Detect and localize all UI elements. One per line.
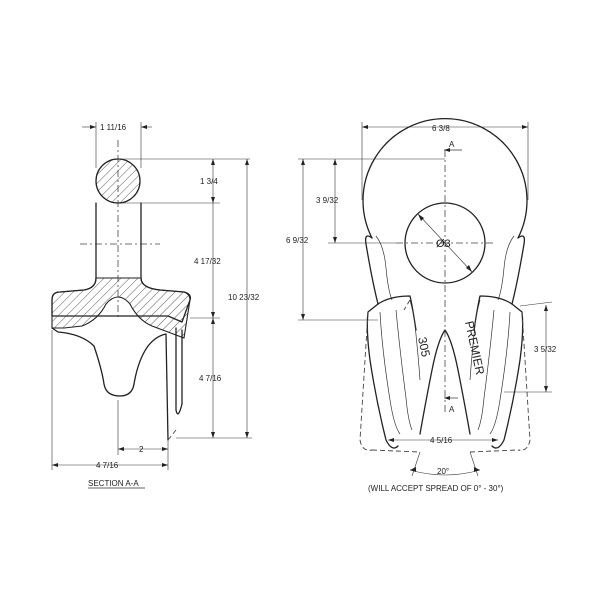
dim-lower-height-label: 4 7/16 <box>199 374 222 383</box>
dim-lower-height: 4 7/16 <box>190 317 222 438</box>
inner-shoulder-left <box>375 235 393 301</box>
eye-right-shoulder <box>511 235 526 305</box>
dim-bottom-width-label: 4 7/16 <box>96 461 119 470</box>
left-groove-mid <box>395 309 413 431</box>
marking-model: 305 <box>415 336 433 359</box>
hidden-edge <box>167 429 177 441</box>
dim-upper-height-label: 1 3/4 <box>200 177 218 186</box>
hidden-edge <box>403 299 411 311</box>
dim-angle: 20° <box>409 451 481 477</box>
dim-slot-width: 2 <box>117 400 169 455</box>
dim-leg-span: 4 5/16 <box>388 436 498 445</box>
spread-base-right <box>469 449 519 453</box>
dim-upper-height: 1 3/4 <box>118 158 250 204</box>
dim-body-height-label: 6 9/32 <box>286 236 309 245</box>
eye-left-shoulder <box>364 235 379 305</box>
dim-bottom-width: 4 7/16 <box>51 330 169 470</box>
section-marker-bottom-label: A <box>449 405 455 414</box>
section-marker-top-label: A <box>449 140 455 149</box>
marking-brand: PREMIER <box>462 320 487 377</box>
dim-leg-span-label: 4 5/16 <box>430 436 453 445</box>
left-leg-outer <box>366 303 399 449</box>
dim-overall-height: 10 23/32 <box>176 159 260 439</box>
section-caption: SECTION A-A <box>88 479 139 488</box>
dim-overall-width: 6 3/8 <box>361 122 529 200</box>
right-leg-outer <box>491 303 524 449</box>
right-groove-inner <box>469 299 481 381</box>
dim-overall-height-label: 10 23/32 <box>228 293 260 302</box>
section-marker-top: A <box>444 140 462 152</box>
dim-angle-label: 20° <box>437 467 449 476</box>
left-groove-inner <box>409 299 421 381</box>
section-view: 1 11/16 1 3/4 4 <box>51 122 260 489</box>
eye-outline <box>362 118 528 239</box>
spread-note: (WILL ACCEPT SPREAD OF 0° - 30°) <box>368 484 504 493</box>
right-edge-lip <box>175 327 183 415</box>
spread-outline-left <box>359 311 373 451</box>
dim-eye-height: 3 9/32 <box>316 158 445 244</box>
inner-shoulder-right <box>497 235 515 301</box>
dim-mid-height: 4 17/32 <box>194 203 221 318</box>
spread-base-left <box>371 449 421 453</box>
eye-hole <box>404 202 486 284</box>
dim-body-height: 6 9/32 <box>286 158 378 321</box>
crotch-outline <box>419 329 471 435</box>
right-groove-outer <box>489 311 511 435</box>
dim-overall-width-label: 6 3/8 <box>432 124 450 133</box>
right-groove-mid <box>477 309 495 431</box>
dim-leg-length-label: 3 5/32 <box>534 345 557 354</box>
front-view: 6 3/8 A Ø3 3 <box>286 118 557 493</box>
section-marker-bottom: A <box>444 396 458 414</box>
dim-slot-width-label: 2 <box>139 445 144 454</box>
dim-hole-diameter-label: Ø3 <box>436 238 451 250</box>
dim-top-width: 1 11/16 <box>82 123 152 132</box>
socket-legs <box>51 327 169 441</box>
dim-hole-diameter: Ø3 <box>417 213 473 273</box>
dim-eye-height-label: 3 9/32 <box>316 196 339 205</box>
spread-outline-right <box>517 311 531 451</box>
left-groove-outer <box>379 311 401 435</box>
body-hatch <box>51 277 191 339</box>
dim-top-width-label: 1 11/16 <box>100 123 127 132</box>
dim-mid-height-label: 4 17/32 <box>194 257 221 266</box>
dim-leg-length: 3 5/32 <box>504 301 557 393</box>
